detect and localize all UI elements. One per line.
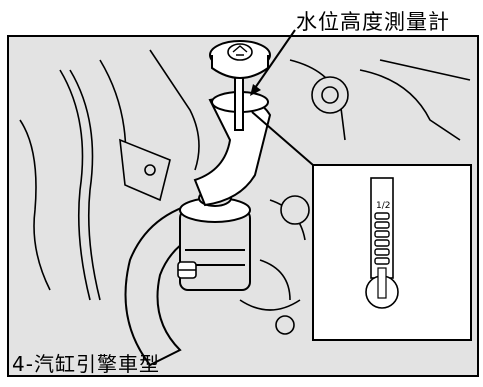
hose-clamp	[177, 261, 197, 279]
radiator-hose	[124, 198, 227, 367]
gauge-detail-box: 1/2	[312, 164, 472, 341]
gauge-ticks	[374, 212, 390, 265]
callout-leader	[250, 29, 314, 166]
gauge-mark-label: 1/2	[376, 201, 390, 211]
engine-parts	[19, 49, 471, 335]
washer-cap	[209, 40, 271, 79]
callout-label: 水位高度測量計	[296, 10, 450, 34]
diagram-caption: 4-汽缸引擎車型	[12, 352, 160, 376]
filler-neck	[193, 69, 272, 207]
